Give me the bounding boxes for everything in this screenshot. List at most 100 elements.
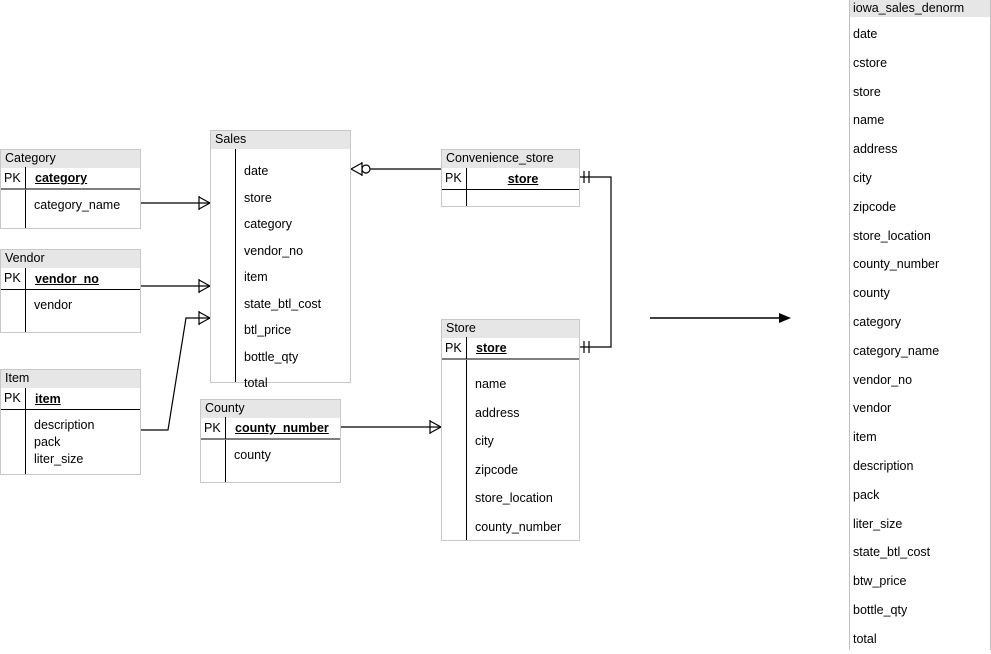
entity-sales-title: Sales bbox=[211, 131, 350, 149]
attribute-spine bbox=[25, 290, 26, 332]
entity-category-pk-row: PK category bbox=[1, 167, 140, 190]
entity-store-pk-field: store bbox=[466, 337, 579, 359]
denorm-arrow bbox=[650, 313, 791, 323]
attribute-row: vendor bbox=[34, 298, 73, 312]
attribute-row: bottle_qty bbox=[244, 349, 299, 364]
entity-store-title: Store bbox=[442, 320, 579, 338]
attribute-spine bbox=[25, 410, 26, 474]
attribute-spine bbox=[25, 190, 26, 228]
denorm-column: county bbox=[853, 286, 890, 301]
attribute-spine bbox=[235, 149, 236, 382]
denorm-column: zipcode bbox=[853, 199, 897, 214]
entity-vendor-title: Vendor bbox=[1, 250, 140, 268]
entity-sales[interactable]: Sales date store category vendor_no item… bbox=[210, 130, 351, 390]
denorm-column: category bbox=[853, 314, 901, 329]
denorm-column: name bbox=[853, 113, 885, 128]
attribute-row: address bbox=[475, 405, 520, 420]
link-cstore-store bbox=[580, 176, 612, 348]
crowfoot-county-store bbox=[429, 420, 442, 434]
entity-store[interactable]: Store PK store name address city zipcode… bbox=[441, 319, 580, 541]
denorm-column: date bbox=[853, 27, 878, 41]
attribute-row: date bbox=[244, 164, 269, 178]
denorm-column: city bbox=[853, 170, 872, 185]
attribute-spine bbox=[466, 190, 467, 206]
denorm-column: total bbox=[853, 631, 877, 646]
entity-category-pk-field: category bbox=[25, 167, 140, 189]
pk-tag: PK bbox=[4, 170, 21, 185]
attribute-row: total bbox=[244, 376, 268, 390]
attribute-row: liter_size bbox=[34, 452, 84, 466]
attribute-row: store_location bbox=[475, 491, 553, 505]
pk-tag: PK bbox=[4, 391, 21, 406]
entity-item-pk-field: item bbox=[25, 387, 140, 410]
entity-store-attributes: name address city zipcode store_location… bbox=[442, 360, 579, 540]
attribute-spine bbox=[466, 360, 467, 540]
entity-convenience-store[interactable]: Convenience_store PK store bbox=[441, 149, 580, 207]
entity-convenience-store-attributes bbox=[442, 190, 579, 206]
denorm-table-title: iowa_sales_denorm bbox=[850, 0, 990, 17]
entity-county-pk-row: PK county_number bbox=[201, 417, 340, 440]
cardinality-store-one bbox=[583, 341, 590, 353]
crowfoot-sales-cstore bbox=[350, 162, 371, 176]
entity-county-title: County bbox=[201, 400, 340, 418]
denorm-column: category_name bbox=[853, 343, 940, 358]
attribute-spine bbox=[225, 440, 226, 482]
denorm-column: address bbox=[853, 142, 898, 157]
pk-tag: PK bbox=[204, 420, 221, 435]
attribute-row: pack bbox=[34, 435, 61, 449]
denorm-column: cstore bbox=[853, 55, 888, 70]
entity-item-pk-row: PK item bbox=[1, 387, 140, 410]
entity-category-attributes: category_name bbox=[1, 190, 140, 228]
pk-tag: PK bbox=[4, 271, 21, 286]
denorm-column: bottle_qty bbox=[853, 602, 908, 617]
denorm-column: item bbox=[853, 430, 877, 445]
crowfoot-item-sales bbox=[198, 311, 211, 325]
attribute-row: city bbox=[475, 434, 494, 448]
entity-vendor-pk-field: vendor_no bbox=[25, 267, 140, 290]
attribute-row: description bbox=[34, 418, 95, 432]
denorm-column: vendor_no bbox=[853, 372, 913, 387]
entity-convenience-store-title: Convenience_store bbox=[442, 150, 579, 168]
denorm-column: state_btl_cost bbox=[853, 545, 931, 560]
denorm-column: description bbox=[853, 458, 914, 473]
entity-county[interactable]: County PK county_number county bbox=[200, 399, 341, 483]
denorm-column: liter_size bbox=[853, 516, 903, 531]
cardinality-cstore-one bbox=[583, 171, 590, 183]
attribute-row: category bbox=[244, 217, 292, 231]
entity-category[interactable]: Category PK category category_name bbox=[0, 149, 141, 229]
attribute-row: vendor_no bbox=[244, 243, 304, 258]
denorm-column: store_location bbox=[853, 228, 931, 243]
entity-sales-attributes: date store category vendor_no item state… bbox=[211, 149, 350, 390]
pk-tag: PK bbox=[445, 340, 462, 355]
attribute-row: state_btl_cost bbox=[244, 296, 322, 311]
attribute-row: btl_price bbox=[244, 323, 292, 337]
attribute-row: zipcode bbox=[475, 462, 519, 477]
entity-vendor[interactable]: Vendor PK vendor_no vendor bbox=[0, 249, 141, 333]
denorm-column: btw_price bbox=[853, 574, 907, 589]
attribute-row: county bbox=[234, 448, 271, 462]
entity-convenience-store-pk-field: store bbox=[466, 167, 579, 190]
crowfoot-category-sales bbox=[198, 196, 211, 210]
entity-item-attributes: description pack liter_size bbox=[1, 410, 140, 474]
entity-county-pk-field: county_number bbox=[225, 417, 340, 439]
denorm-column: vendor bbox=[853, 401, 892, 416]
entity-convenience-store-pk-row: PK store bbox=[442, 167, 579, 190]
attribute-row: item bbox=[244, 270, 268, 284]
pk-tag: PK bbox=[445, 171, 462, 186]
denorm-table-panel[interactable]: iowa_sales_denorm date cstore store name… bbox=[849, 0, 991, 650]
attribute-row: category_name bbox=[34, 198, 121, 212]
denorm-column-list: date cstore store name address city zipc… bbox=[850, 17, 990, 654]
entity-item-title: Item bbox=[1, 370, 140, 388]
crowfoot-vendor-sales bbox=[198, 279, 211, 293]
denorm-column: store bbox=[853, 84, 881, 99]
attribute-row: name bbox=[475, 377, 507, 391]
entity-item[interactable]: Item PK item description pack liter_size bbox=[0, 369, 141, 475]
entity-vendor-attributes: vendor bbox=[1, 290, 140, 332]
entity-store-pk-row: PK store bbox=[442, 337, 579, 360]
denorm-column: pack bbox=[853, 487, 880, 502]
denorm-column: county_number bbox=[853, 257, 940, 272]
attribute-row: county_number bbox=[475, 519, 562, 534]
entity-category-title: Category bbox=[1, 150, 140, 168]
attribute-row: store bbox=[244, 190, 272, 205]
